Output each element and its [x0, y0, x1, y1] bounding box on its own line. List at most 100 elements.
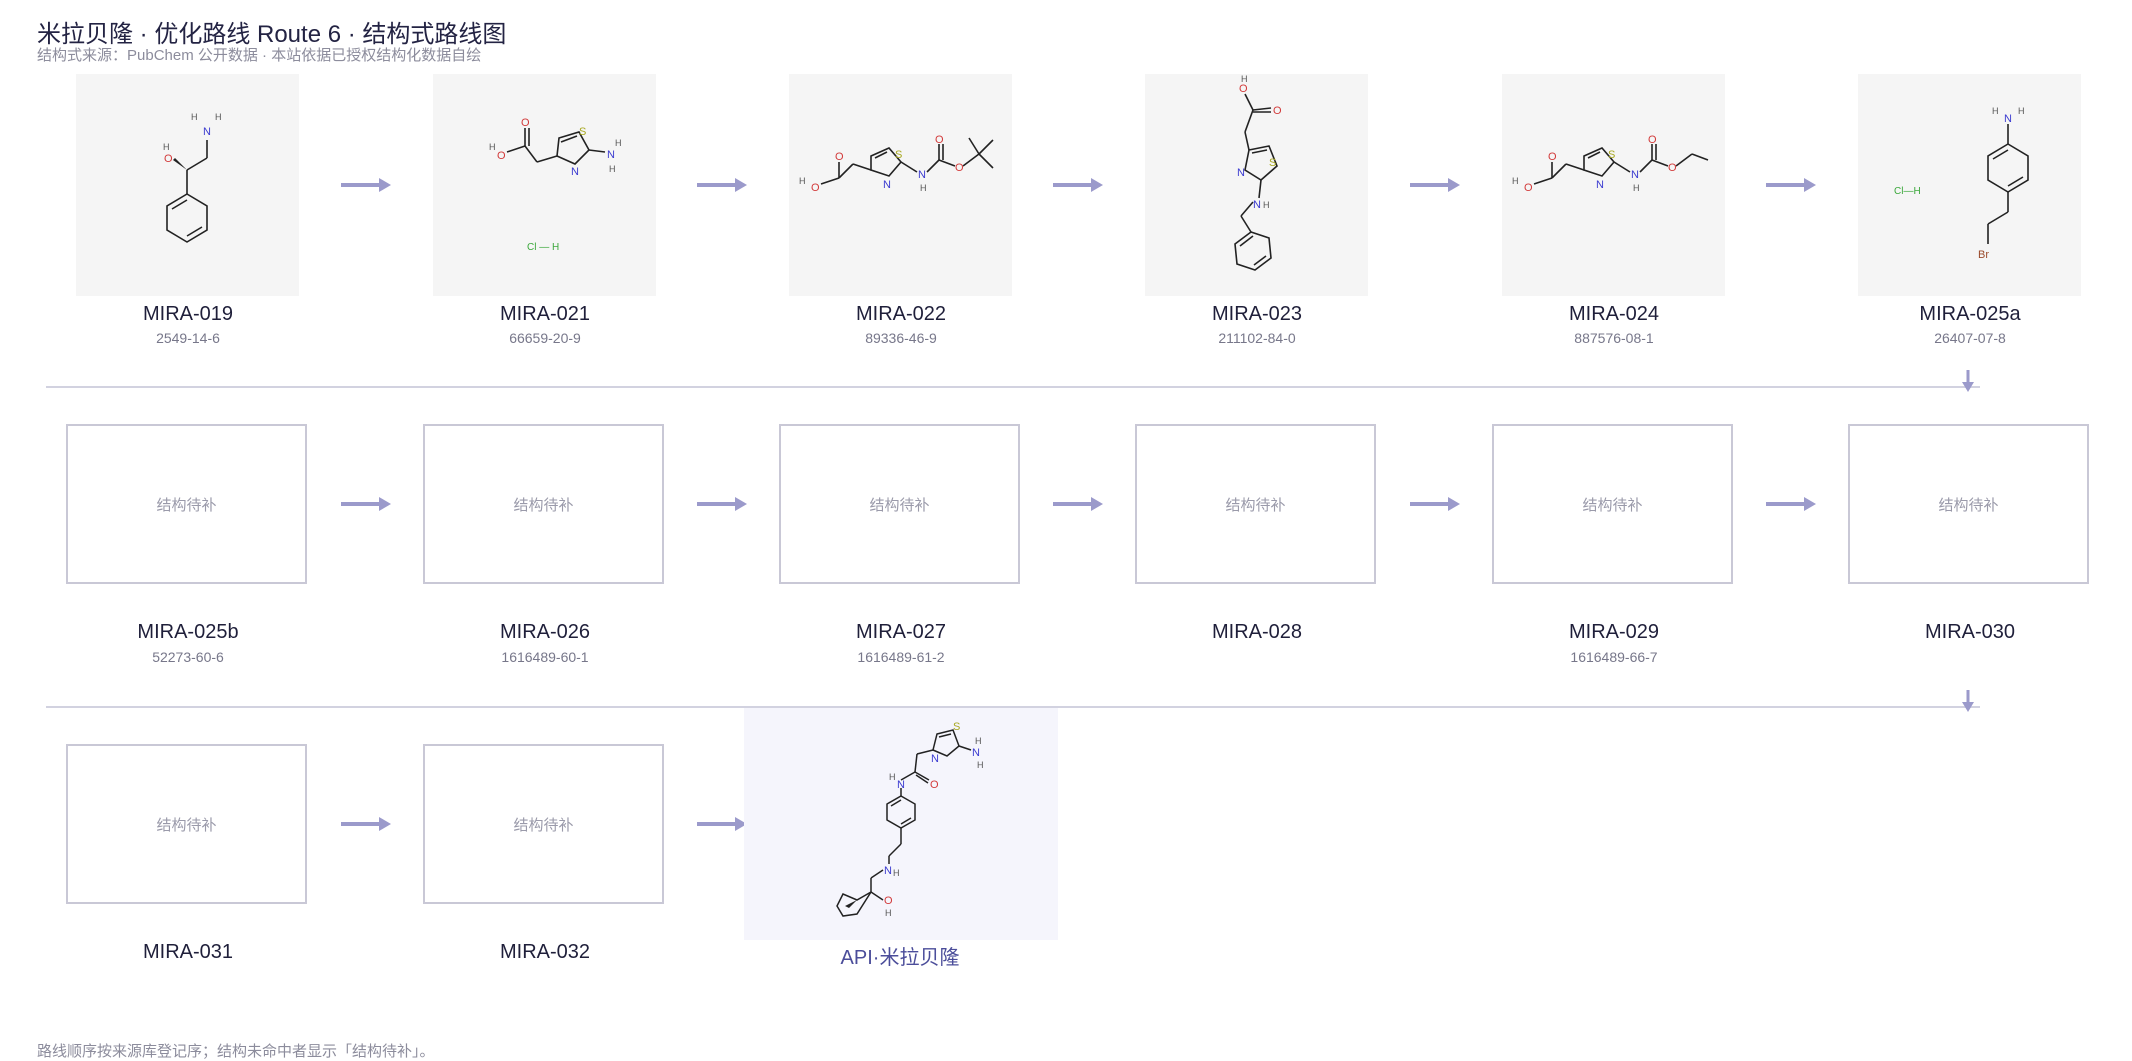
compound-cas: 1616489-61-2	[857, 649, 945, 665]
atom-o: O	[1668, 162, 1677, 174]
row-continue-arrow	[1961, 690, 1975, 712]
structure-placeholder: 结构待补	[66, 424, 307, 584]
structure-image: S N N H H O O H Cl — H	[433, 74, 656, 296]
atom-o: O	[835, 151, 844, 163]
atom-o: O	[884, 895, 893, 907]
route-arrow	[1766, 178, 1816, 192]
route-arrow	[1053, 497, 1103, 511]
structure-image: S N N H O O O O H	[789, 74, 1012, 296]
compound-id: MIRA-022	[855, 303, 947, 325]
atom-o: O	[1548, 151, 1557, 163]
atom-o: O	[1648, 134, 1657, 146]
atom-h: H	[893, 868, 900, 878]
route-arrow	[1410, 497, 1460, 511]
route-arrow	[1410, 178, 1460, 192]
compound-id: MIRA-027	[855, 621, 947, 643]
route-arrow	[1766, 497, 1816, 511]
atom-h: H	[799, 176, 806, 186]
structure-image: S N N H O O H	[1145, 74, 1368, 296]
atom-h: H	[889, 772, 896, 782]
atom-n: N	[1631, 169, 1639, 181]
structure-mira-021: S N N H H O O H Cl — H	[489, 117, 622, 253]
compound-id: MIRA-032	[499, 941, 591, 963]
atom-o: O	[811, 182, 820, 194]
compound-cas: 89336-46-9	[865, 330, 937, 346]
structure-placeholder: 结构待补	[1135, 424, 1376, 584]
atom-s: S	[579, 126, 586, 138]
structure-mira-019: O H N H H	[163, 112, 222, 243]
route-arrow	[1053, 178, 1103, 192]
compound-cas: 66659-20-9	[509, 330, 581, 346]
row-separator	[46, 706, 1980, 708]
api-label: API·米拉贝隆	[840, 947, 960, 969]
atom-n: N	[931, 753, 939, 765]
atom-h: H	[1263, 200, 1270, 210]
compound-id: MIRA-019	[142, 303, 234, 325]
atom-h: H	[1512, 176, 1519, 186]
structure-placeholder: 结构待补	[1848, 424, 2089, 584]
compound-cas: 211102-84-0	[1218, 330, 1296, 346]
page-title: 米拉贝隆 · 优化路线 Route 6 · 结构式路线图	[37, 21, 507, 48]
atom-n: N	[1253, 199, 1261, 211]
compound-cas: 1616489-60-1	[501, 649, 589, 665]
row-continue-arrow	[1961, 370, 1975, 392]
structure-placeholder: 结构待补	[423, 744, 664, 904]
atom-h: H	[1633, 183, 1640, 193]
atom-o: O	[521, 117, 530, 129]
compound-id: MIRA-030	[1924, 621, 2016, 643]
atom-h: H	[191, 112, 198, 122]
structure-mira-022: S N N H O O O O H	[799, 134, 994, 194]
atom-o: O	[164, 153, 173, 165]
atom-br: Br	[1978, 249, 1989, 261]
page-subtitle: 结构式来源：PubChem 公开数据 · 本站依据已授权结构化数据自绘	[37, 47, 482, 64]
atom-h: H	[975, 736, 982, 746]
atom-o: O	[955, 162, 964, 174]
atom-o: O	[935, 134, 944, 146]
route-arrow	[697, 817, 747, 831]
atom-h: H	[615, 138, 622, 148]
api-structure-image: S N N H H O N H N H O H	[789, 716, 1011, 938]
compound-id: MIRA-026	[499, 621, 591, 643]
atom-h: H	[920, 183, 927, 193]
route-arrow	[697, 497, 747, 511]
atom-hcl: Cl—H	[1894, 186, 1921, 197]
structure-placeholder: 结构待补	[423, 424, 664, 584]
compound-id: MIRA-031	[142, 941, 234, 963]
structure-image: S N N H O O O O H	[1502, 74, 1725, 296]
atom-n: N	[897, 779, 905, 791]
compound-cas: 2549-14-6	[156, 330, 220, 346]
atom-h: H	[163, 142, 170, 152]
structure-mira-025a: N H H Br Cl—H	[1894, 106, 2029, 261]
structure-placeholder: 结构待补	[66, 744, 307, 904]
atom-n: N	[2004, 113, 2012, 125]
atom-n: N	[918, 169, 926, 181]
atom-n: N	[884, 865, 892, 877]
structure-placeholder: 结构待补	[779, 424, 1020, 584]
atom-s: S	[1608, 149, 1615, 161]
compound-id: MIRA-025a	[1919, 303, 2021, 325]
footnote: 路线顺序按来源库登记序；结构未命中者显示「结构待补」。	[37, 1043, 435, 1060]
atom-n: N	[1596, 179, 1604, 191]
atom-h: H	[609, 164, 616, 174]
structure-image: N H H Br Cl—H	[1858, 74, 2081, 296]
structure-mira-023: S N N H O O H	[1234, 74, 1282, 271]
atom-h: H	[489, 142, 496, 152]
compound-cas: 26407-07-8	[1934, 330, 2006, 346]
route-arrow	[341, 817, 391, 831]
compound-id: MIRA-029	[1568, 621, 1660, 643]
compound-cas: 887576-08-1	[1574, 330, 1654, 346]
compound-cas: 1616489-66-7	[1570, 649, 1658, 665]
atom-h: H	[1241, 74, 1248, 84]
atom-s: S	[895, 149, 902, 161]
atom-o: O	[1524, 182, 1533, 194]
atom-n: N	[203, 126, 211, 138]
compound-id: MIRA-021	[499, 303, 591, 325]
atom-n: N	[972, 747, 980, 759]
compound-id: MIRA-025b	[137, 621, 239, 643]
atom-s: S	[1269, 157, 1276, 169]
structure-mirabegron: S N N H H O N H N H O H	[836, 721, 984, 918]
atom-o: O	[497, 150, 506, 162]
atom-h: H	[885, 908, 892, 918]
atom-h: H	[1992, 106, 1999, 116]
atom-h: H	[977, 760, 984, 770]
